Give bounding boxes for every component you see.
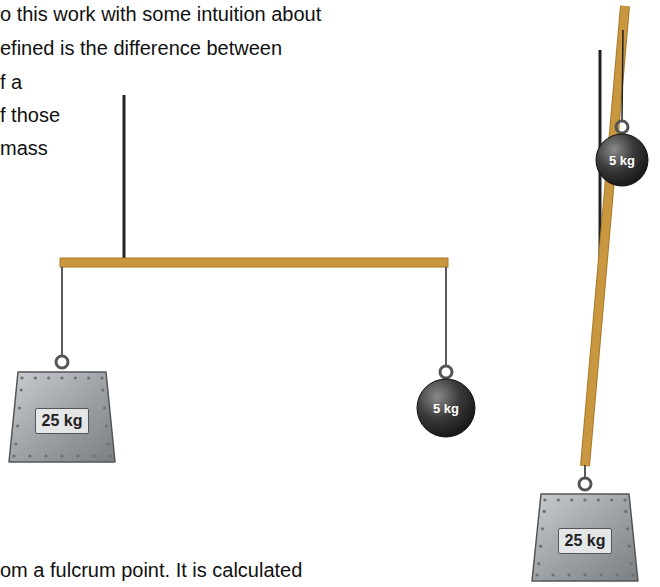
- rivet: [543, 498, 546, 501]
- rivet: [543, 510, 546, 513]
- rivet: [34, 376, 37, 379]
- ball-body: [596, 134, 648, 186]
- string: [622, 30, 623, 121]
- string: [445, 267, 447, 366]
- text-fragment: f a: [0, 70, 22, 94]
- rivet: [599, 573, 602, 576]
- hook-ring: [579, 478, 591, 490]
- block-body: [9, 372, 115, 462]
- text-fragment: om a fulcrum point. It is calculated: [0, 558, 302, 582]
- rivet: [44, 454, 47, 457]
- rivet: [615, 573, 618, 576]
- rivet: [100, 376, 103, 379]
- rivet: [541, 527, 544, 530]
- weight-label: 5 kg: [433, 401, 459, 416]
- hook-ring: [56, 356, 68, 368]
- rivet: [101, 388, 104, 391]
- rivet: [92, 454, 95, 457]
- rivet: [597, 498, 600, 501]
- rivet: [107, 442, 110, 445]
- weight-label: 25 kg: [35, 408, 90, 434]
- text-fragment: efined is the difference between: [0, 36, 282, 60]
- round-weight: 5 kg: [416, 378, 476, 438]
- rivet: [74, 376, 77, 379]
- text-fragment: mass: [0, 136, 48, 160]
- rivet: [537, 562, 540, 565]
- rivet: [535, 573, 538, 576]
- rivet: [626, 527, 629, 530]
- rivet: [20, 388, 23, 391]
- text-fragment: f those: [0, 103, 60, 127]
- weight-label: 25 kg: [558, 528, 613, 554]
- rivet: [630, 562, 633, 565]
- rivet: [557, 498, 560, 501]
- rivet: [108, 454, 111, 457]
- string: [584, 465, 586, 478]
- rivet: [610, 498, 613, 501]
- rivet: [12, 454, 15, 457]
- lever-bar-edge: [585, 6, 625, 466]
- rivet: [18, 406, 21, 409]
- rivet: [103, 406, 106, 409]
- rivet: [567, 573, 570, 576]
- rivet: [624, 510, 627, 513]
- rivet: [105, 424, 108, 427]
- lever-bar: [60, 258, 448, 267]
- rivet: [631, 573, 634, 576]
- string: [61, 267, 63, 356]
- lever-bar: [585, 6, 625, 466]
- rivet: [28, 454, 31, 457]
- block-weight: 25 kg: [531, 490, 639, 582]
- rivet: [16, 424, 19, 427]
- weight-label: 5 kg: [609, 153, 635, 168]
- rivet: [583, 498, 586, 501]
- hook-ring: [616, 121, 628, 133]
- block-weight: 25 kg: [8, 368, 116, 463]
- rivet: [60, 376, 63, 379]
- rivet: [628, 545, 631, 548]
- ball-body: [417, 379, 475, 437]
- rivet: [20, 376, 23, 379]
- rivet: [76, 454, 79, 457]
- rivet: [623, 498, 626, 501]
- hanger-line: [123, 95, 126, 259]
- rivet: [87, 376, 90, 379]
- text-fragment: o this work with some intuition about: [0, 2, 321, 26]
- rivet: [583, 573, 586, 576]
- hook-ring: [440, 366, 452, 378]
- rivet: [551, 573, 554, 576]
- block-body: [532, 494, 638, 581]
- rivet: [14, 442, 17, 445]
- rivet: [60, 454, 63, 457]
- rivet: [47, 376, 50, 379]
- round-weight: 5 kg: [595, 133, 649, 187]
- rivet: [570, 498, 573, 501]
- rivet: [539, 545, 542, 548]
